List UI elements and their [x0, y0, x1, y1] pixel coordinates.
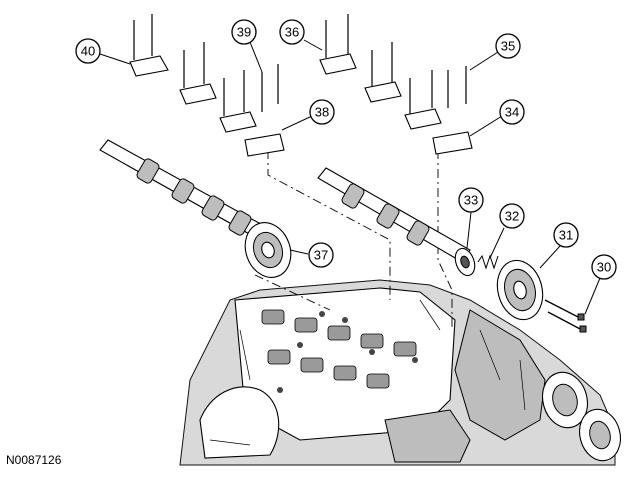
callout-leaders [99, 39, 601, 315]
callout-31: 31 [553, 222, 579, 248]
callout-36-label: 36 [285, 25, 299, 40]
callout-40: 40 [75, 38, 101, 64]
callout-34: 34 [499, 99, 525, 125]
callout-37-label: 37 [314, 248, 328, 263]
callout-39: 39 [231, 19, 257, 45]
callout-36: 36 [279, 19, 305, 45]
bearing-cap-bolts [133, 14, 467, 116]
callout-32: 32 [499, 203, 525, 229]
callout-33: 33 [458, 187, 484, 213]
left-camshaft [99, 139, 269, 241]
callout-32-label: 32 [505, 209, 519, 224]
callout-34-label: 34 [505, 105, 519, 120]
callout-35: 35 [495, 33, 521, 59]
callout-40-label: 40 [81, 44, 95, 59]
callout-39-label: 39 [237, 25, 251, 40]
spring-32 [477, 254, 499, 270]
bolts-30 [544, 299, 587, 333]
vct-sprocket-31 [496, 259, 544, 321]
callout-30: 30 [591, 254, 617, 280]
callout-33-label: 33 [464, 193, 478, 208]
hub-33 [454, 247, 476, 277]
timing-components-lower [541, 371, 622, 462]
callout-38-label: 38 [315, 105, 329, 120]
callout-35-label: 35 [501, 39, 515, 54]
alignment-lines [254, 150, 453, 330]
cylinder-head-assembly [179, 279, 616, 466]
callout-38: 38 [309, 99, 335, 125]
right-camshaft [317, 167, 471, 263]
callout-31-label: 31 [559, 228, 573, 243]
cam-sprocket-37 [244, 222, 292, 278]
bearing-caps [129, 53, 473, 157]
callout-30-label: 30 [597, 260, 611, 275]
figure-id: N0087126 [6, 453, 62, 467]
callout-37: 37 [308, 242, 334, 268]
